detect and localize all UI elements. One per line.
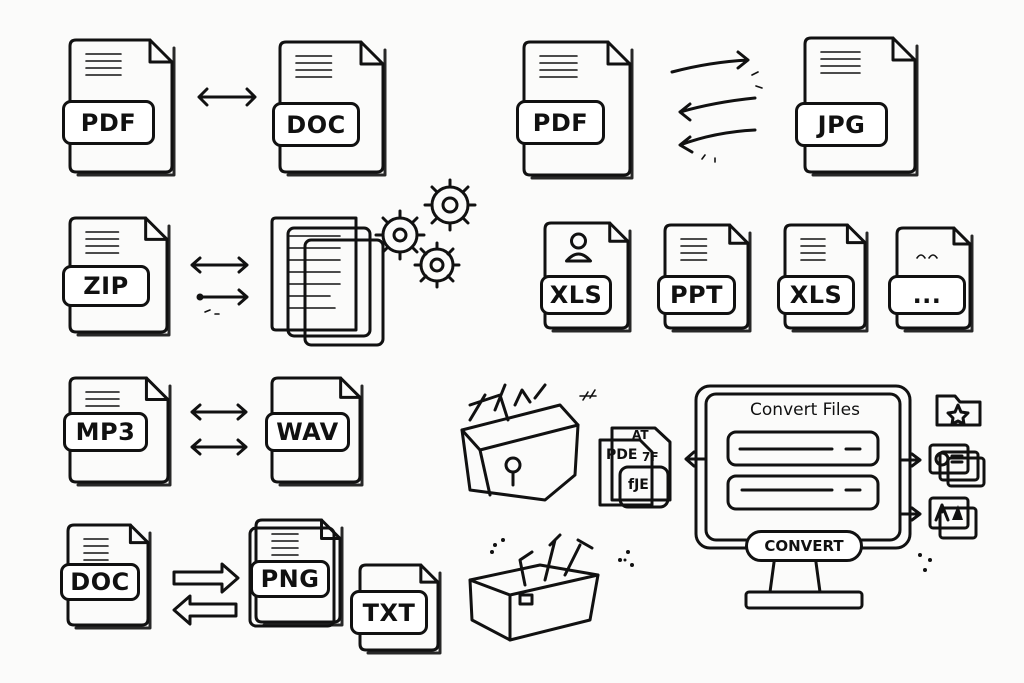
file-label: PDF xyxy=(516,100,605,145)
file-label: PPT xyxy=(657,275,736,315)
file-label: ... xyxy=(888,275,966,315)
double-arrow-icon xyxy=(197,87,257,107)
file-label: TXT xyxy=(350,590,428,635)
file-label: PDF xyxy=(62,100,155,145)
mp3-file-icon: MP3 xyxy=(63,376,172,487)
document-outline xyxy=(68,216,171,337)
document-outline xyxy=(522,40,634,180)
block-arrows-icon xyxy=(172,562,240,626)
sparkle-dots xyxy=(623,553,932,572)
document-outline xyxy=(66,523,152,630)
toolbox-icon xyxy=(460,383,597,502)
mini-file-label: AT xyxy=(632,428,649,442)
doc-file-icon: DOC xyxy=(60,523,152,630)
document-outline xyxy=(278,40,387,177)
toolbox-icon xyxy=(468,533,634,642)
file-label: DOC xyxy=(272,102,360,147)
file-cluster-icon xyxy=(598,426,672,509)
file-label: ZIP xyxy=(62,265,150,307)
mini-file-label: 7F xyxy=(642,450,659,464)
xls-file-icon: XLS xyxy=(777,223,869,333)
jpg-file-icon: JPG xyxy=(795,36,919,177)
wav-file-icon: WAV xyxy=(265,376,364,487)
png-file-icon: PNG xyxy=(248,518,344,628)
file-label: MP3 xyxy=(63,412,148,452)
stacked-documents-icon xyxy=(270,216,385,347)
mini-file-label: fJE xyxy=(628,477,649,493)
curved-arrows-icon xyxy=(670,50,763,163)
document-outline xyxy=(895,226,974,333)
xls-file-icon: XLS xyxy=(540,221,632,333)
file-label: JPG xyxy=(795,102,888,147)
document-outline xyxy=(543,221,632,333)
file-label: WAV xyxy=(265,412,350,452)
mini-file-label: PDE xyxy=(606,447,638,463)
document-outline xyxy=(358,563,442,655)
file-label: DOC xyxy=(60,563,140,601)
pdf-file-icon: PDF xyxy=(516,40,634,180)
file-label: XLS xyxy=(777,275,855,315)
sync-arrows-icon xyxy=(190,256,249,315)
monitor-icon xyxy=(684,384,922,610)
image-card-icon xyxy=(928,443,986,488)
document-outline xyxy=(663,223,752,333)
gears-icon xyxy=(374,178,477,289)
document-outline xyxy=(803,36,919,177)
pdf-file-icon: PDF xyxy=(62,38,176,177)
document-outline xyxy=(68,38,176,177)
document-outline xyxy=(783,223,869,333)
convert-button[interactable]: CONVERT xyxy=(745,530,863,562)
zip-file-icon: ZIP xyxy=(62,216,171,337)
converter-title: Convert Files xyxy=(750,400,860,420)
folder-star-icon xyxy=(935,394,982,427)
txt-file-icon: TXT xyxy=(350,563,442,655)
document-outline xyxy=(270,376,364,487)
generic-file-icon: ... xyxy=(888,226,974,333)
ppt-file-icon: PPT xyxy=(657,223,752,333)
double-arrow-icon xyxy=(190,403,248,456)
file-label: XLS xyxy=(540,275,612,315)
shapes-card-icon xyxy=(928,496,978,540)
doc-file-icon: DOC xyxy=(272,40,387,177)
file-label: PNG xyxy=(250,560,330,598)
